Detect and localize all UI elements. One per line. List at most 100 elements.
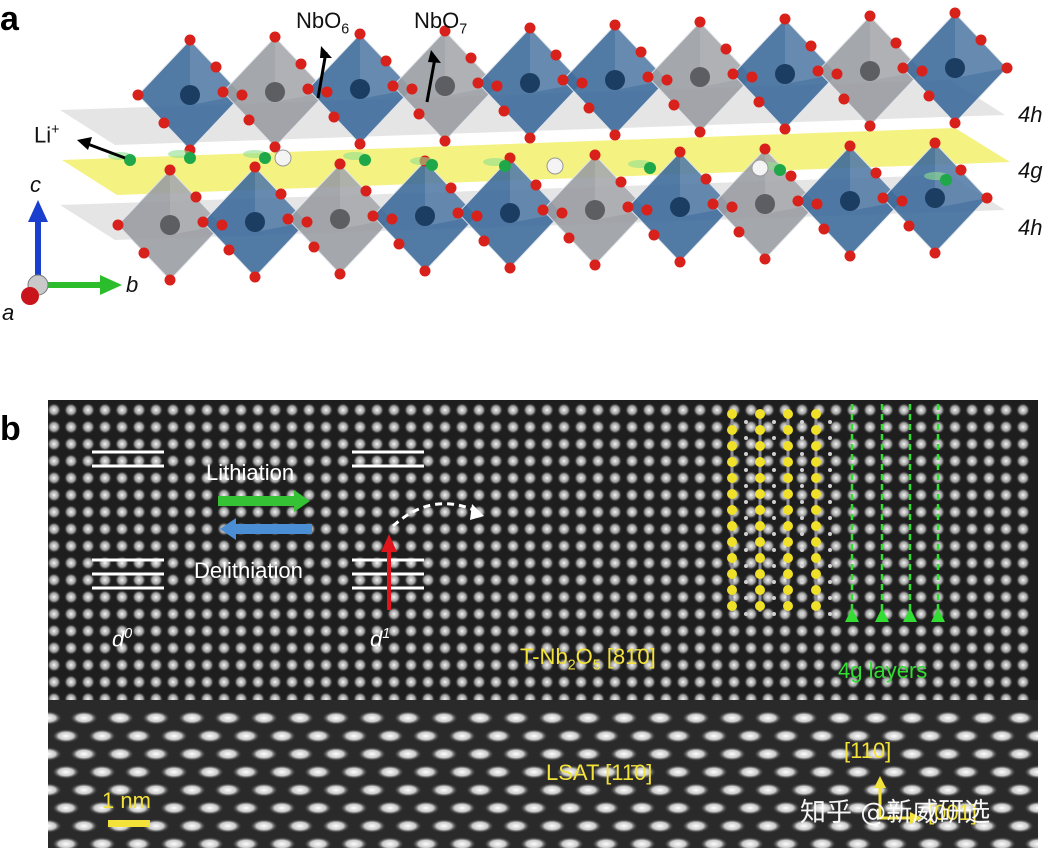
oxygen-atom <box>537 204 549 216</box>
li-atom <box>644 162 656 174</box>
oxygen-atom <box>132 89 144 101</box>
model-atom <box>727 457 737 467</box>
model-atom <box>811 537 821 547</box>
oxygen-atom <box>249 271 261 283</box>
model-atom <box>727 537 737 547</box>
oxygen-atom <box>557 74 569 86</box>
4g-arrowheads <box>845 608 945 622</box>
model-atom <box>755 409 765 419</box>
nb-atom <box>330 209 350 229</box>
oxygen-atom <box>707 198 719 210</box>
model-atom <box>755 425 765 435</box>
oxygen-atom <box>746 71 758 83</box>
model-atom <box>783 585 793 595</box>
model-atom <box>755 441 765 451</box>
oxygen-atom <box>720 43 732 55</box>
oxygen-atom <box>609 19 621 31</box>
panel-b-stem-image: Lithiation Delithiation d0 d1 T-Nb2O5 [8… <box>48 400 1038 848</box>
oxygen-atom <box>812 65 824 77</box>
model-atom <box>727 569 737 579</box>
oxygen-atom <box>419 265 431 277</box>
oxygen-atom <box>164 274 176 286</box>
model-atom <box>783 569 793 579</box>
li-label: Li+ <box>34 122 60 148</box>
oxygen-atom <box>589 259 601 271</box>
oxygen-atom <box>439 135 451 147</box>
oxygen-atom <box>870 167 882 179</box>
li-atom <box>259 152 271 164</box>
oxygen-atom <box>896 195 908 207</box>
vacancy-site <box>274 149 292 167</box>
oxygen-atom <box>112 219 124 231</box>
oxygen-atom <box>308 241 320 253</box>
oxygen-atom <box>668 99 680 111</box>
oxygen-atom <box>334 268 346 280</box>
oxygen-atom <box>243 114 255 126</box>
model-atom <box>727 505 737 515</box>
nbo7-label: NbO7 <box>414 8 468 38</box>
axis-c-label: c <box>30 172 41 197</box>
4g-layer-lines <box>850 404 940 618</box>
oxygen-atom <box>328 111 340 123</box>
model-atom <box>727 489 737 499</box>
model-atom <box>811 409 821 419</box>
oxygen-atom <box>753 96 765 108</box>
oxygen-atom <box>275 188 287 200</box>
model-atom <box>755 585 765 595</box>
model-atom <box>755 601 765 611</box>
nb-atom <box>245 212 265 232</box>
oxygen-atom <box>380 55 392 67</box>
oxygen-atom <box>217 86 229 98</box>
oxygen-atom <box>524 22 536 34</box>
model-atom <box>755 457 765 467</box>
model-atom <box>755 537 765 547</box>
oxygen-atom <box>295 58 307 70</box>
model-atom <box>783 457 793 467</box>
oxygen-atom <box>923 90 935 102</box>
oxygen-atom <box>301 216 313 228</box>
model-atom <box>783 409 793 419</box>
oxygen-atom <box>759 143 771 155</box>
nb-atom <box>585 200 605 220</box>
model-atom <box>783 489 793 499</box>
oxygen-atom <box>354 138 366 150</box>
model-atom <box>783 601 793 611</box>
nb-atom <box>755 194 775 214</box>
panel-b-letter: b <box>0 410 21 448</box>
direction-001-label: [001] <box>928 800 977 825</box>
oxygen-atom <box>498 105 510 117</box>
li-atom <box>940 174 952 186</box>
model-atom <box>811 457 821 467</box>
oxygen-atom <box>216 219 228 231</box>
d0-energy-levels <box>92 450 164 590</box>
oxygen-atom <box>269 141 281 153</box>
li-atom <box>774 164 786 176</box>
oxygen-atom <box>223 244 235 256</box>
li-atom <box>124 154 136 166</box>
axis-triad-icon <box>21 200 122 305</box>
model-atom <box>783 521 793 531</box>
oxygen-atom <box>635 46 647 58</box>
oxygen-atom <box>615 176 627 188</box>
4g-layers-label: 4g layers <box>838 658 928 683</box>
oxygen-atom <box>269 31 281 43</box>
oxygen-atom <box>197 216 209 228</box>
model-atom <box>811 521 821 531</box>
oxygen-atom <box>184 34 196 46</box>
nb-atom <box>605 70 625 90</box>
model-atom <box>811 489 821 499</box>
oxygen-atom <box>491 80 503 92</box>
delithiation-arrow-icon <box>220 518 312 540</box>
oxygen-atom <box>556 207 568 219</box>
oxygen-atom <box>726 201 738 213</box>
nb-atom <box>435 76 455 96</box>
model-atom <box>783 553 793 563</box>
oxygen-atom <box>393 238 405 250</box>
li-atom <box>184 152 196 164</box>
oxygen-atom <box>478 235 490 247</box>
oxygen-atom <box>530 179 542 191</box>
oxygen-atom <box>589 149 601 161</box>
oxygen-atom <box>445 182 457 194</box>
direction-arrows-icon <box>874 776 922 824</box>
model-atom <box>783 473 793 483</box>
